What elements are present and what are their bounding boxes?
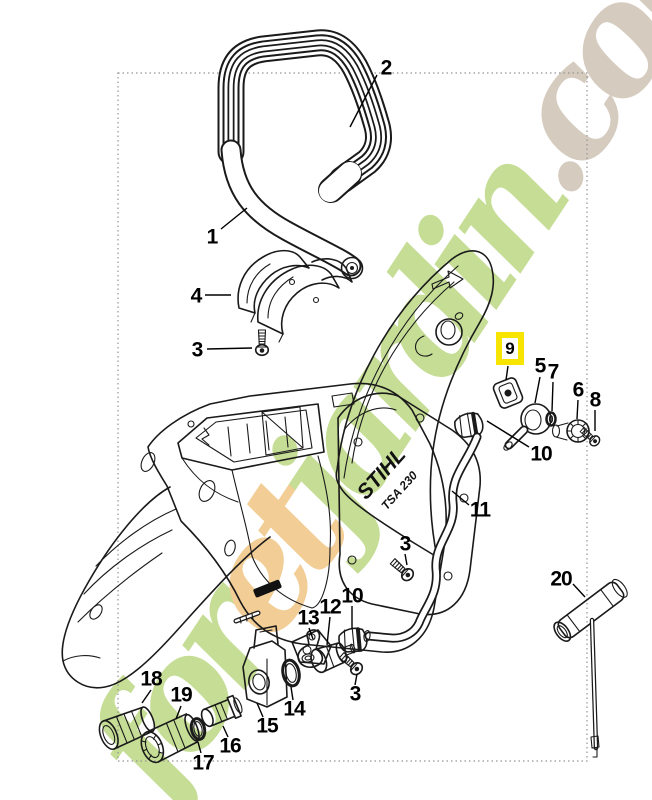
part-label-1: 1 [206,225,219,249]
part-6-plug [551,419,590,443]
part-label-14: 14 [283,697,305,721]
part-9-grommet [492,377,524,409]
grip-badge [253,579,282,598]
part-label-10-lower: 10 [341,584,363,608]
highlighted-part-label-9: 9 [496,332,524,365]
screw-3-top [254,329,270,357]
part-2-loop-handle [217,29,393,203]
rotation-arrow-icon [431,270,464,290]
part-15-valve-block [242,625,288,708]
leader-lines [141,74,596,754]
part-1-handle-tube [220,139,364,280]
part-5-elbow [503,403,552,451]
part-label-7: 7 [547,360,560,384]
part-label-15: 15 [256,714,278,738]
part-11-hose [363,432,482,643]
part-20-wrench [553,578,628,758]
part-label-20: 20 [550,567,572,591]
part-label-2: 2 [380,56,393,80]
screw-3-middle [387,555,417,584]
part-19-coupling [140,713,200,764]
part-label-3-bottom: 3 [349,682,362,706]
part-label-3-top: 3 [191,338,204,362]
part-label-18: 18 [140,667,162,691]
part-label-11: 11 [469,498,491,522]
part-label-10-upper: 10 [530,442,552,466]
part-label-5: 5 [534,354,547,378]
watermark-text: foretjardin.com [47,0,652,800]
part-12-coupling [310,642,356,674]
blade-guard [335,250,495,558]
part-16-fitting [200,694,243,728]
part-label-12: 12 [319,595,341,619]
part-label-17: 17 [192,751,214,775]
part-7-oring [545,411,557,427]
part-label-3-middle: 3 [399,532,412,556]
illustration: STIHL TSA 230 [61,29,628,764]
part-label-19: 19 [170,683,192,707]
part-18-coupling [98,706,156,751]
part-label-16: 16 [219,734,241,758]
part-4-clamp [237,249,353,343]
part-label-4: 4 [190,284,203,308]
part-label-8: 8 [589,388,602,412]
housing-body [61,382,448,689]
part-label-13: 13 [297,606,319,630]
part-label-9: 9 [502,338,518,359]
part-label-6: 6 [572,378,585,402]
